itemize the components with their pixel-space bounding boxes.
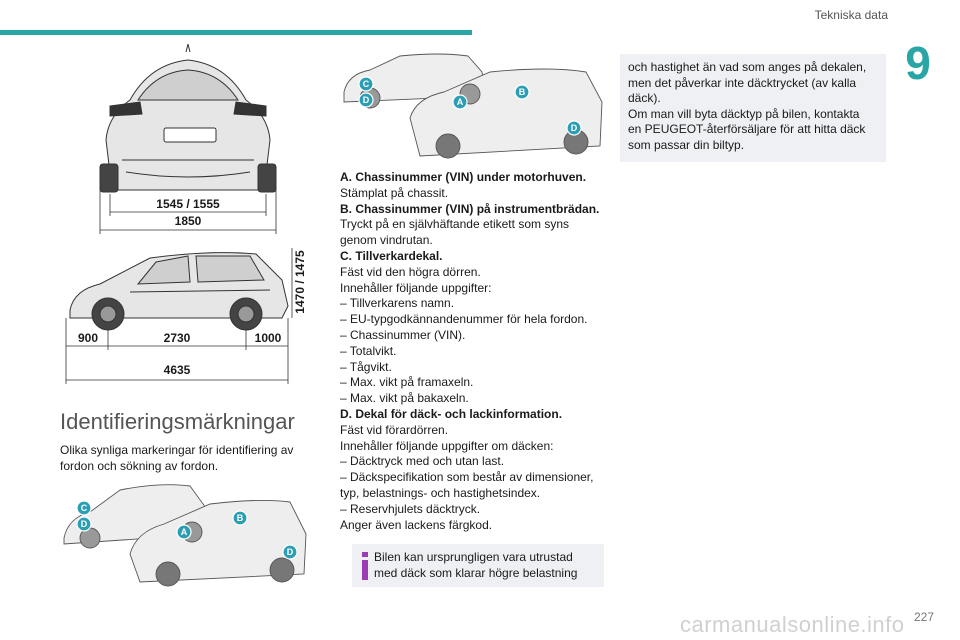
vin-cars-illustration-2 bbox=[343, 53, 603, 159]
info-continued-line-2: men det påverkar inte däcktrycket (av ka… bbox=[628, 75, 857, 90]
vin-location-diagram: C D A B D bbox=[63, 484, 307, 587]
marking-b-title: B. Chassinummer (VIN) på instrumentbräda… bbox=[340, 201, 600, 216]
length-dimension-lines bbox=[65, 248, 293, 384]
rear-view-diagram: 1545 / 1555 1850 bbox=[99, 44, 277, 234]
vin-marker-a-label: A bbox=[181, 527, 188, 537]
vin-marker-b-label: B bbox=[237, 513, 244, 523]
info-note: Bilen kan ursprungligen vara utrustad me… bbox=[352, 544, 604, 587]
marking-d-item: – Däckspecifikation som består av dimens… bbox=[340, 470, 594, 485]
vin-marker-d: D bbox=[76, 516, 92, 532]
info-note-continued-text: och hastighet än vad som anges på dekale… bbox=[628, 60, 880, 153]
vin-marker-d-2-label: D bbox=[363, 95, 370, 105]
identification-intro: Olika synliga markeringar för identifier… bbox=[60, 443, 294, 473]
info-note-line-1: Bilen kan ursprungligen vara utrustad bbox=[374, 550, 573, 564]
width-dimension-lines bbox=[99, 190, 277, 234]
info-note-continued: och hastighet än vad som anges på dekale… bbox=[620, 54, 886, 162]
vin-marker-d-label: D bbox=[81, 519, 88, 529]
marking-a-title: A. Chassinummer (VIN) under motorhuven. bbox=[340, 170, 587, 184]
info-continued-line-3: däck). bbox=[628, 91, 661, 105]
vin-marker-a-2-label: A bbox=[457, 97, 464, 107]
vin-marker-d2-2: D bbox=[566, 120, 582, 136]
side-car-illustration bbox=[69, 252, 289, 331]
rear-overhang-label: 1000 bbox=[255, 331, 282, 345]
marking-c-item: – EU-typgodkännandenummer för hela fordo… bbox=[340, 312, 588, 327]
marking-c-item: – Chassinummer (VIN). bbox=[340, 327, 466, 342]
vin-marker-b-2-label: B bbox=[519, 87, 526, 97]
marking-b-text-2: genom vindrutan. bbox=[340, 233, 433, 248]
marking-b-text-1: Tryckt på en självhäftande etikett som s… bbox=[340, 217, 569, 232]
side-view-diagram: 900 2730 1000 4635 1470 / 1475 bbox=[65, 248, 307, 384]
vin-marker-b: B bbox=[232, 510, 248, 526]
vin-marker-d2-label: D bbox=[287, 547, 294, 557]
marking-d-item: – Däcktryck med och utan last. bbox=[340, 454, 505, 469]
vin-marker-c-2: C bbox=[358, 76, 374, 92]
marking-c-item: – Tillverkarens namn. bbox=[340, 296, 455, 311]
info-note-line-2: med däck som klarar högre belastning bbox=[374, 565, 578, 580]
vin-marker-c-2-label: C bbox=[363, 79, 370, 89]
vin-marker-b-2: B bbox=[514, 84, 530, 100]
chapter-number: 9 bbox=[905, 37, 931, 89]
marking-d-text-2: Innehåller följande uppgifter om däcken: bbox=[340, 438, 554, 453]
vin-marker-a-2: A bbox=[452, 94, 468, 110]
marking-c-item: – Max. vikt på framaxeln. bbox=[340, 375, 474, 390]
track-width-label: 1545 / 1555 bbox=[156, 197, 220, 211]
marking-c-text-2: Innehåller följande uppgifter: bbox=[340, 280, 492, 295]
overall-width-label: 1850 bbox=[175, 214, 202, 228]
vin-marker-d2-2-label: D bbox=[571, 123, 578, 133]
marking-d-item: typ, belastnings- och hastighetsindex. bbox=[340, 485, 541, 500]
marking-d-title: D. Dekal för däck- och lackinformation. bbox=[340, 406, 563, 421]
identification-heading: Identifieringsmärkningar bbox=[60, 409, 295, 434]
marking-d-last: Anger även lackens färgkod. bbox=[340, 517, 493, 532]
info-note-text: Bilen kan ursprungligen vara utrustad me… bbox=[374, 550, 600, 581]
info-continued-line-4: Om man vill byta däcktyp på bilen, konta… bbox=[628, 106, 860, 121]
marking-c-text-1: Fäst vid den högra dörren. bbox=[340, 264, 481, 279]
info-continued-line-1: och hastighet än vad som anges på dekale… bbox=[628, 60, 867, 74]
marking-c-item: – Totalvikt. bbox=[340, 343, 397, 358]
info-icon bbox=[362, 552, 368, 580]
rear-car-illustration bbox=[99, 44, 277, 193]
info-continued-line-6: som passar din biltyp. bbox=[628, 137, 745, 152]
front-overhang-label: 900 bbox=[78, 331, 98, 345]
marking-c-title: C. Tillverkardekal. bbox=[340, 248, 443, 263]
page-number: 227 bbox=[913, 610, 934, 624]
info-continued-line-5: en PEUGEOT-återförsäljare för att hitta … bbox=[628, 122, 866, 136]
vin-marker-c: C bbox=[76, 500, 92, 516]
height-label: 1470 / 1475 bbox=[293, 250, 307, 314]
marking-d-text-1: Fäst vid förardörren. bbox=[340, 422, 449, 437]
marking-d-item: – Reservhjulets däcktryck. bbox=[340, 501, 481, 516]
marking-c-item: – Max. vikt på bakaxeln. bbox=[340, 391, 469, 406]
section-title: Tekniska data bbox=[814, 8, 888, 22]
marking-a-text: Stämplat på chassit. bbox=[340, 185, 449, 200]
vin-cars-illustration bbox=[63, 484, 307, 587]
marking-c-item: – Tågvikt. bbox=[340, 359, 392, 374]
watermark: carmanualsonline.info bbox=[680, 612, 905, 637]
vin-location-diagram-2: C D A B D bbox=[343, 53, 603, 159]
wheelbase-label: 2730 bbox=[164, 331, 191, 345]
length-label: 4635 bbox=[164, 363, 191, 377]
vin-marker-c-label: C bbox=[81, 503, 88, 513]
header-accent-bar bbox=[0, 30, 472, 35]
vin-marker-a: A bbox=[176, 524, 192, 540]
vin-marker-d-2: D bbox=[358, 92, 374, 108]
vin-marker-d2: D bbox=[282, 544, 298, 560]
marking-list: A. Chassinummer (VIN) under motorhuven. … bbox=[340, 170, 608, 533]
